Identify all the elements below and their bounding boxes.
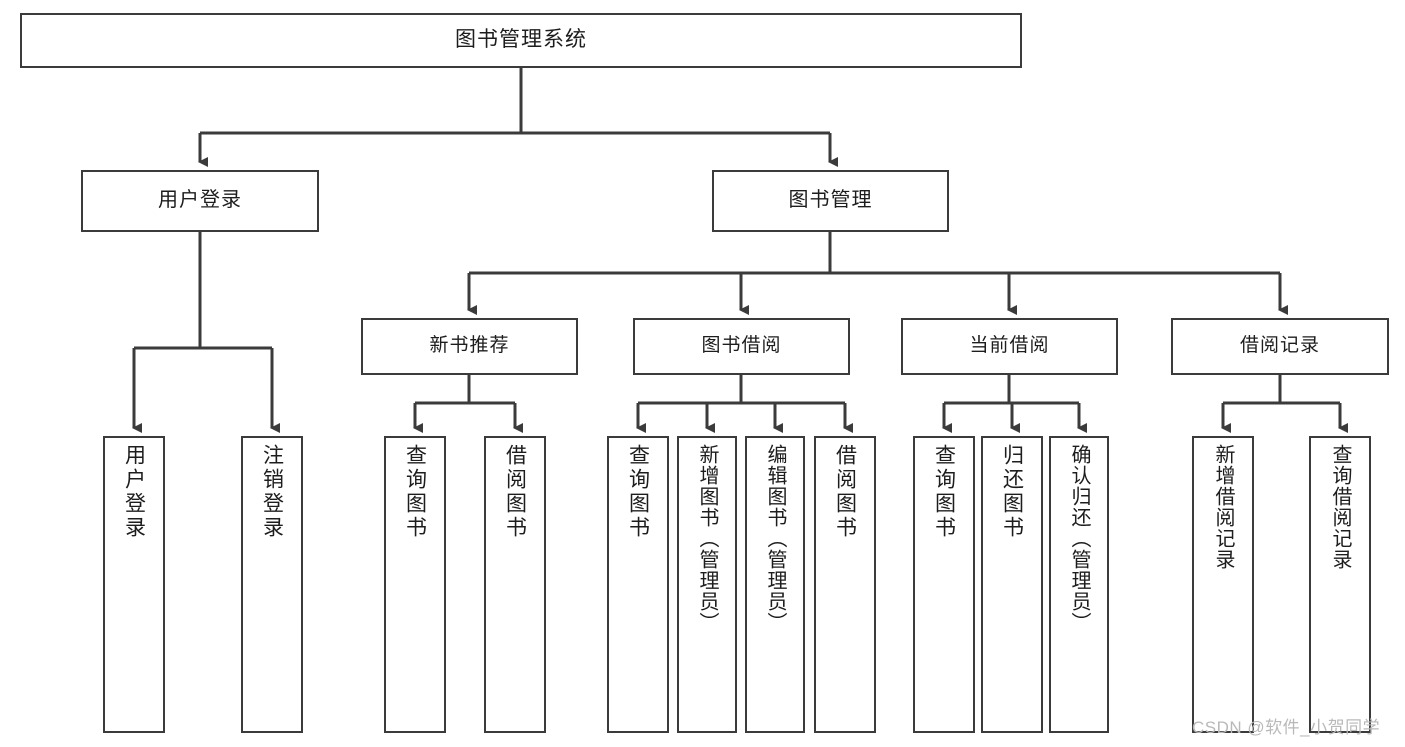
node-leaf-borrow-book[interactable]: 借阅图书 [814, 436, 876, 733]
csdn-watermark: CSDN @软件_小贺同学 [1192, 718, 1381, 737]
node-label: 用户登录 [122, 444, 146, 540]
node-book-management-system[interactable]: 图书管理系统 [20, 13, 1022, 68]
node-label: 编辑图书（管理员） [764, 444, 786, 633]
node-leaf-user-logout[interactable]: 注销登录 [241, 436, 303, 733]
node-leaf-query-book-current[interactable]: 查询图书 [913, 436, 975, 733]
node-borrowing-records[interactable]: 借阅记录 [1171, 318, 1389, 375]
node-label: 新书推荐 [429, 335, 510, 357]
node-leaf-query-borrow-record[interactable]: 查询借阅记录 [1309, 436, 1371, 733]
node-label: 确认归还（管理员） [1068, 444, 1090, 633]
node-book-borrowing[interactable]: 图书借阅 [633, 318, 850, 375]
node-leaf-edit-book[interactable]: 编辑图书（管理员） [745, 436, 805, 733]
node-leaf-query-book-new[interactable]: 查询图书 [384, 436, 446, 733]
node-leaf-confirm-return[interactable]: 确认归还（管理员） [1049, 436, 1109, 733]
node-label: 用户登录 [158, 189, 242, 212]
node-label: 新增图书（管理员） [696, 444, 718, 633]
node-leaf-add-borrow-record[interactable]: 新增借阅记录 [1192, 436, 1254, 733]
node-label: 借阅记录 [1239, 335, 1320, 357]
node-user-login[interactable]: 用户登录 [81, 170, 319, 232]
node-label: 图书管理系统 [455, 28, 587, 52]
node-label: 注销登录 [260, 444, 284, 540]
node-label: 归还图书 [1000, 444, 1024, 540]
node-label: 借阅图书 [503, 444, 527, 540]
node-new-book-recommendation[interactable]: 新书推荐 [361, 318, 578, 375]
node-label: 当前借阅 [969, 335, 1050, 357]
node-current-borrowing[interactable]: 当前借阅 [901, 318, 1118, 375]
node-label: 新增借阅记录 [1212, 444, 1234, 570]
node-label: 图书借阅 [701, 335, 782, 357]
node-leaf-user-login[interactable]: 用户登录 [103, 436, 165, 733]
node-leaf-query-book-borrow[interactable]: 查询图书 [607, 436, 669, 733]
node-label: 查询图书 [403, 444, 427, 540]
node-label: 借阅图书 [833, 444, 857, 540]
node-leaf-borrow-book-new[interactable]: 借阅图书 [484, 436, 546, 733]
node-leaf-return-book[interactable]: 归还图书 [981, 436, 1043, 733]
node-label: 查询借阅记录 [1329, 444, 1351, 570]
node-leaf-add-book[interactable]: 新增图书（管理员） [677, 436, 737, 733]
node-book-management[interactable]: 图书管理 [712, 170, 949, 232]
node-label: 图书管理 [788, 189, 873, 212]
node-label: 查询图书 [626, 444, 650, 540]
node-label: 查询图书 [932, 444, 956, 540]
